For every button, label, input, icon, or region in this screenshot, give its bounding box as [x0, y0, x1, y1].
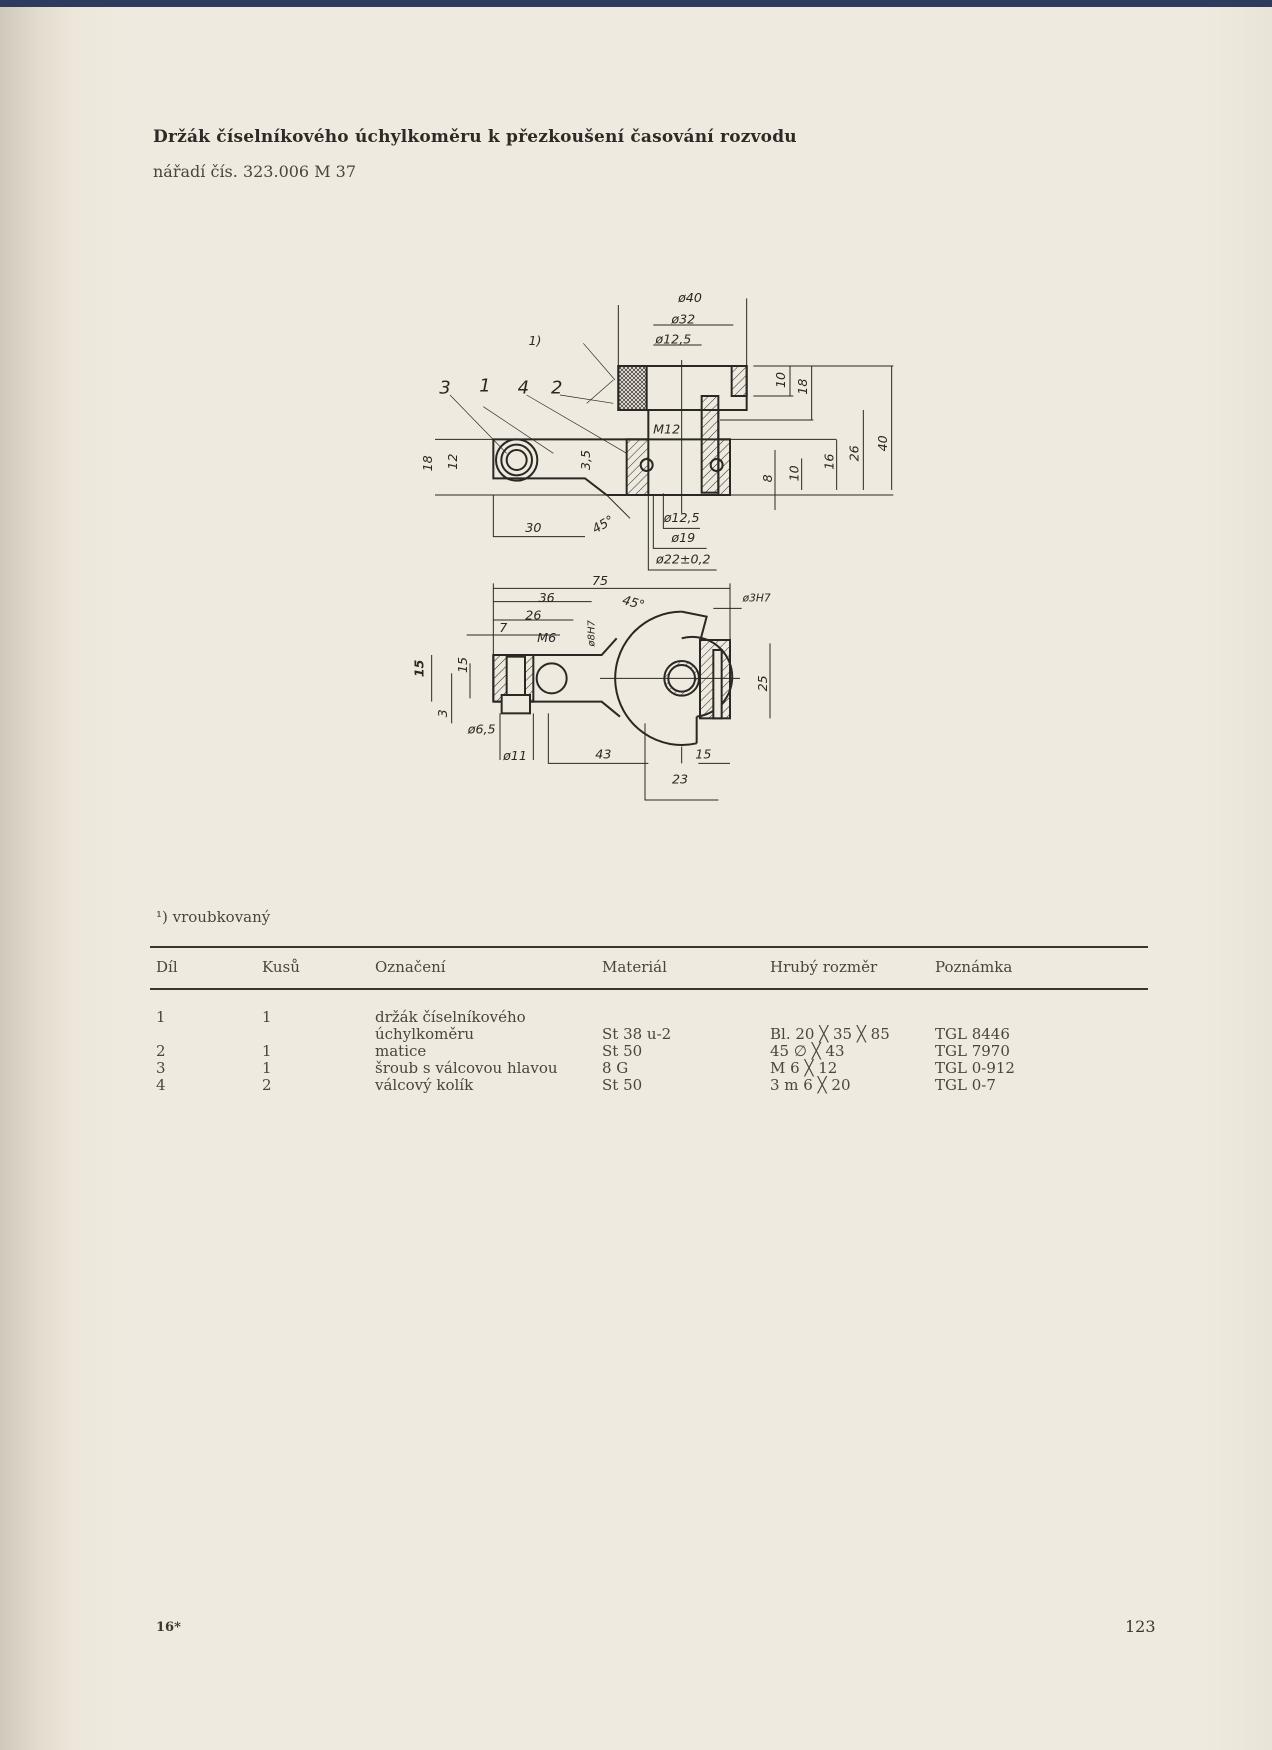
- part-number-label: 1: [479, 376, 490, 397]
- footnote: ¹) vroubkovaný: [156, 908, 271, 926]
- dim-label: ø8H7: [587, 620, 598, 648]
- dim-label: 10: [773, 372, 788, 388]
- dim-label: 23: [672, 772, 688, 787]
- cell: M 6 ╳ 12: [770, 1059, 838, 1077]
- dim-label: 10: [787, 465, 802, 481]
- dim-label: 26: [525, 608, 541, 623]
- bottom-view: [431, 583, 771, 801]
- dim-label: 15: [455, 657, 470, 673]
- cell: 1: [156, 1008, 166, 1026]
- dim-label: ø40: [677, 290, 702, 305]
- page-title: Držák číselníkového úchylkoměru k přezko…: [153, 127, 797, 147]
- cell: 2: [156, 1042, 166, 1060]
- part-number-label: 3: [439, 377, 450, 398]
- dim-label: 16: [822, 454, 837, 470]
- dim-label: 8: [760, 474, 775, 482]
- dim-label: ø12,5: [654, 332, 691, 347]
- header-cell: Materiál: [602, 958, 667, 976]
- dim-label: 15: [695, 747, 711, 762]
- cell: TGL 7970: [935, 1042, 1010, 1060]
- table-row: 2 1 matice St 50 45 ∅ ╳ 43 TGL 7970: [150, 1042, 1148, 1060]
- dim-label: ø6,5: [467, 722, 496, 737]
- part-number-label: 2: [551, 377, 562, 398]
- knurled-area: [617, 365, 648, 411]
- dim-label: ø32: [670, 312, 695, 327]
- dim-label: 12: [445, 454, 460, 470]
- header-cell: Hrubý rozměr: [770, 958, 878, 976]
- cell: St 50: [602, 1076, 643, 1094]
- technical-drawing: ø40 ø32 ø12,5 1) 3 1 4 2 M12 10 18 26 40…: [412, 290, 894, 801]
- table-header: Díl Kusů Označení Materiál Hrubý rozměr …: [150, 948, 1148, 988]
- table-row: 4 2 válcový kolík St 50 3 m 6 ╳ 20 TGL 0-7: [150, 1076, 1148, 1094]
- cell: 3 m 6 ╳ 20: [770, 1076, 851, 1094]
- dim-label: 15: [412, 659, 427, 677]
- dim-label: 45°: [589, 512, 616, 536]
- table-rule-top: [150, 946, 1148, 948]
- part-number-label: 4: [518, 377, 529, 398]
- dim-label: 40: [875, 435, 890, 451]
- dim-label: 45°: [621, 592, 647, 612]
- signature-mark: 16*: [156, 1620, 181, 1635]
- cell: 1: [262, 1008, 272, 1026]
- table-row: 3 1 šroub s válcovou hlavou 8 G M 6 ╳ 12 TGL …: [150, 1059, 1148, 1077]
- table-row: úchylkoměru St 38 u-2 Bl. 20 ╳ 35 ╳ 85 TGL …: [150, 1025, 1148, 1043]
- cell: TGL 0-912: [935, 1059, 1015, 1077]
- dim-label: 18: [795, 379, 810, 395]
- dim-label: ø19: [670, 530, 695, 545]
- dim-label: ø3H7: [742, 591, 771, 604]
- cell: St 38 u-2: [602, 1025, 672, 1043]
- dim-label: 3: [435, 709, 450, 717]
- cell: St 50: [602, 1042, 643, 1060]
- dim-label: 26: [847, 445, 862, 461]
- dim-label: M6: [537, 630, 556, 645]
- parts-list-table: Díl Kusů Označení Materiál Hrubý rozměr …: [150, 946, 1148, 1094]
- cell: 1: [262, 1059, 272, 1077]
- dim-label: ø22±0,2: [655, 552, 711, 567]
- dim-label: 7: [499, 620, 507, 635]
- dim-label: 3,5: [578, 450, 593, 470]
- header-cell: Kusů: [262, 958, 300, 976]
- cell: 4: [156, 1076, 166, 1094]
- cell: držák číselníkového: [375, 1008, 526, 1026]
- footnote-marker: 1): [529, 333, 542, 348]
- cell: válcový kolík: [375, 1076, 474, 1094]
- header-cell: Díl: [156, 958, 178, 976]
- dimension-labels: ø40 ø32 ø12,5 1) 3 1 4 2 M12 10 18 26 40…: [412, 290, 890, 787]
- header-cell: Označení: [375, 958, 446, 976]
- stem-section: [700, 395, 720, 494]
- cell: 8 G: [602, 1059, 629, 1077]
- cell: TGL 0-7: [935, 1076, 996, 1094]
- cell: 3: [156, 1059, 166, 1077]
- cell: šroub s válcovou hlavou: [375, 1059, 558, 1077]
- tool-number: nářadí čís. 323.006 M 37: [153, 162, 357, 181]
- cell: TGL 8446: [935, 1025, 1010, 1043]
- header-cell: Poznámka: [935, 958, 1013, 976]
- holder-arm: [492, 438, 731, 496]
- cell: 1: [262, 1042, 272, 1060]
- dim-label: 18: [420, 455, 435, 471]
- top-view: [435, 298, 894, 571]
- cell: Bl. 20 ╳ 35 ╳ 85: [770, 1025, 890, 1043]
- page-number: 123: [1125, 1617, 1156, 1636]
- cell: úchylkoměru: [375, 1025, 475, 1043]
- cell: 2: [262, 1076, 272, 1094]
- cell: matice: [375, 1042, 427, 1060]
- dim-label: 36: [539, 590, 555, 605]
- dim-label: 30: [525, 520, 541, 535]
- table-rule-header: [150, 988, 1148, 990]
- cell: 45 ∅ ╳ 43: [770, 1042, 845, 1060]
- dim-label: 75: [592, 573, 608, 588]
- dim-label: ø12,5: [663, 510, 700, 525]
- dim-label: M12: [653, 422, 680, 437]
- table-row: 1 1 držák číselníkového: [150, 1008, 1148, 1026]
- dim-label: ø11: [502, 748, 527, 763]
- dim-label: 25: [755, 675, 770, 691]
- dim-label: 43: [595, 747, 611, 762]
- scan-edge: [0, 0, 1272, 7]
